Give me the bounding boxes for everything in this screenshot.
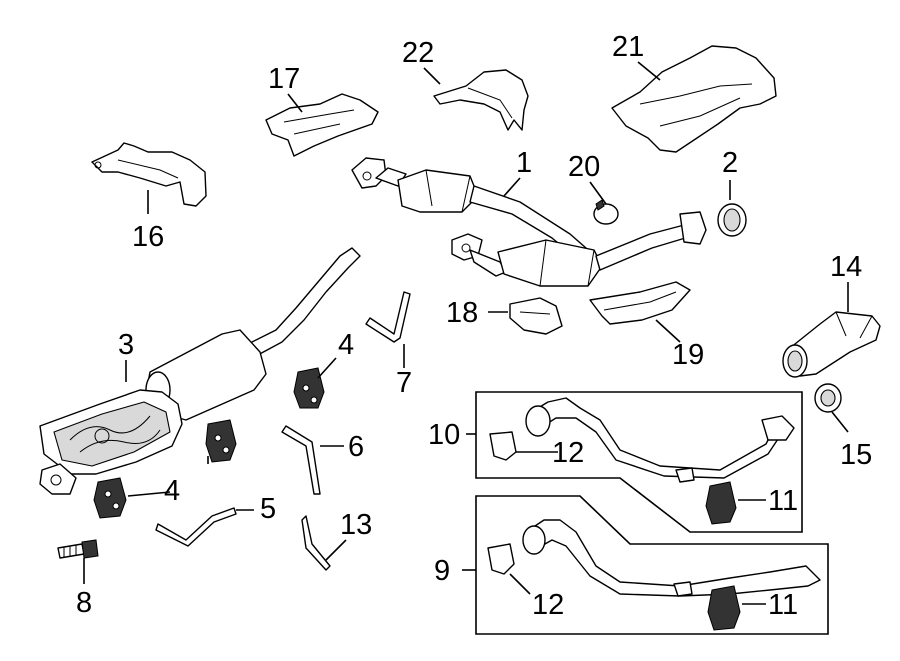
exhaust-tip-14	[782, 311, 881, 378]
hanger-rod-5	[155, 507, 237, 547]
hanger-rod-13	[301, 515, 331, 571]
heat-shield-19	[589, 281, 691, 325]
callout-6: 6	[348, 431, 364, 463]
hanger-rod-7	[365, 291, 411, 343]
callout-17: 17	[268, 63, 300, 95]
callout-11a: 11	[768, 485, 798, 517]
callout-18: 18	[446, 297, 478, 329]
callout-9: 9	[434, 555, 450, 587]
callout-12a: 12	[552, 437, 584, 469]
callout-14: 14	[830, 251, 862, 283]
callout-20: 20	[568, 151, 600, 183]
callout-11b: 11	[768, 589, 798, 621]
box-10	[466, 391, 803, 533]
callout-4a: 4	[338, 329, 354, 361]
hanger-rod-6	[281, 425, 321, 495]
muffler-assembly-3	[39, 247, 361, 495]
hanger-4a	[293, 367, 325, 409]
heat-shield-21	[611, 45, 777, 153]
hanger-4b	[205, 419, 237, 463]
callout-5: 5	[260, 493, 276, 525]
heat-shield-16	[91, 142, 207, 207]
callout-2: 2	[722, 147, 738, 179]
callout-4b: 4	[164, 475, 180, 507]
callout-21: 21	[612, 31, 644, 63]
heat-shield-17	[265, 93, 379, 157]
box-9	[462, 495, 829, 635]
heat-shield-18	[509, 297, 563, 335]
converter-pipe-assembly-1	[351, 157, 707, 287]
callout-16: 16	[132, 221, 164, 253]
callout-22: 22	[402, 37, 434, 69]
leader-lines	[83, 61, 849, 605]
callout-7: 7	[396, 367, 412, 399]
callout-3: 3	[118, 329, 134, 361]
callout-15: 15	[840, 439, 872, 471]
callout-1: 1	[516, 147, 532, 179]
callout-10: 10	[428, 419, 460, 451]
gasket-15	[814, 383, 842, 413]
gasket-2	[717, 203, 747, 237]
callout-13: 13	[340, 509, 372, 541]
hanger-4c	[93, 477, 127, 519]
callout-19: 19	[672, 339, 704, 371]
callout-12b: 12	[532, 589, 564, 621]
callout-8: 8	[76, 587, 92, 619]
heat-shield-22	[433, 69, 529, 131]
stud-8	[57, 539, 99, 559]
